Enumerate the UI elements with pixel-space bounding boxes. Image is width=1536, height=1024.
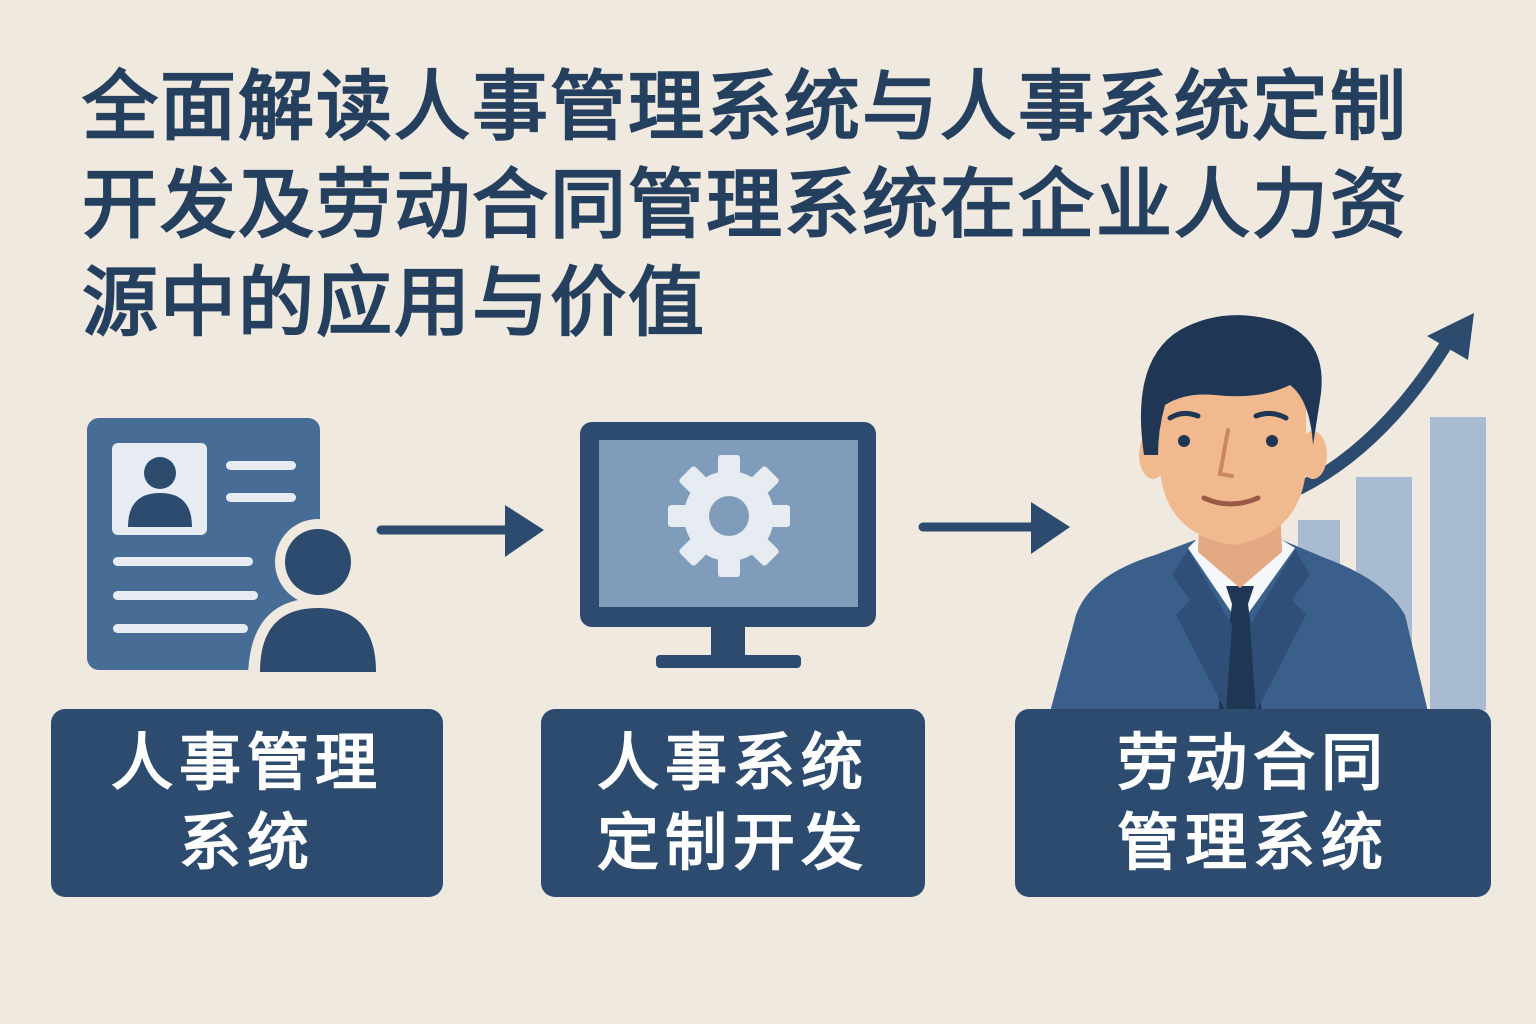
businessman-icon: [1050, 315, 1428, 712]
step-label-line: 管理系统: [1116, 806, 1389, 879]
step-label-custom-development: 人事系统 定制开发: [541, 709, 925, 897]
title-line-3: 源中的应用与价值: [82, 258, 706, 347]
step-label-line: 人事管理: [110, 726, 383, 799]
step-label-labor-contract: 劳动合同 管理系统: [1015, 709, 1491, 897]
title-line-1: 全面解读人事管理系统与人事系统定制: [82, 62, 1408, 151]
title-line-2: 开发及劳动合同管理系统在企业人力资: [82, 160, 1408, 249]
employee-profile-card-icon: [87, 418, 388, 680]
page-title: 全面解读人事管理系统与人事系统定制 开发及劳动合同管理系统在企业人力资 源中的应…: [82, 58, 1512, 352]
arrow-right-icon: [376, 505, 544, 557]
step-label-line: 劳动合同: [1116, 726, 1389, 799]
step-label-hr-management: 人事管理 系统: [51, 709, 443, 897]
step-label-line: 系统: [178, 806, 315, 879]
monitor-gear-icon: [580, 422, 876, 668]
arrow-right-icon: [918, 502, 1070, 554]
step-label-line: 定制开发: [596, 806, 869, 879]
step-label-line: 人事系统: [596, 726, 869, 799]
gear-icon: [668, 455, 790, 577]
